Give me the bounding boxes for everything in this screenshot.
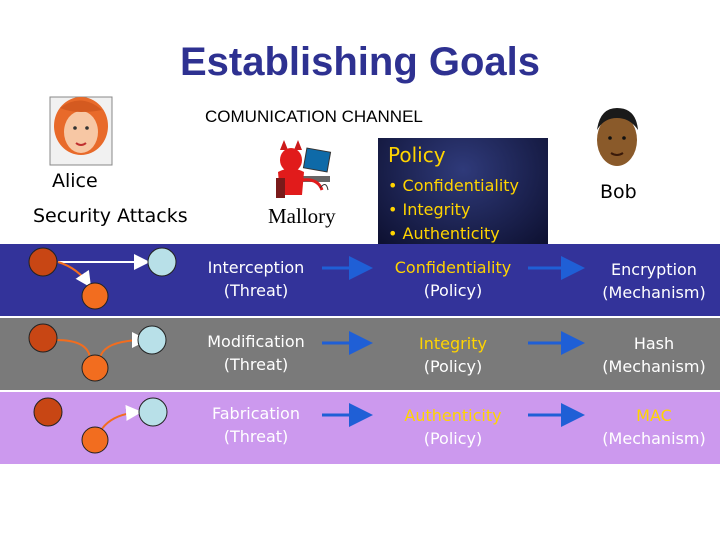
receiver-node bbox=[137, 325, 167, 355]
interception-diagram bbox=[28, 247, 177, 310]
threat-interception: Interception (Threat) bbox=[192, 256, 320, 302]
policy-list: • Confidentiality • Integrity • Authenti… bbox=[388, 174, 519, 246]
mechanism-name: Encryption bbox=[611, 260, 697, 279]
policy-name: Confidentiality bbox=[394, 258, 512, 277]
bob-portrait-icon bbox=[597, 108, 638, 166]
mechanism-encryption: Encryption (Mechanism) bbox=[588, 258, 720, 304]
policy-confidentiality: Confidentiality (Policy) bbox=[378, 256, 528, 302]
mechanism-hash: Hash (Mechanism) bbox=[588, 332, 720, 378]
receiver-node bbox=[138, 397, 168, 427]
mechanism-tag: (Mechanism) bbox=[602, 357, 706, 376]
modification-diagram bbox=[28, 323, 167, 382]
bob-label: Bob bbox=[600, 181, 637, 203]
threat-name: Fabrication bbox=[212, 404, 300, 423]
policy-box bbox=[378, 138, 548, 244]
policy-name: Authenticity bbox=[404, 406, 502, 425]
security-attacks-label: Security Attacks bbox=[33, 205, 188, 227]
policy-title: Policy bbox=[388, 143, 446, 167]
policy-item-confidentiality: • Confidentiality bbox=[388, 176, 519, 195]
alice-portrait-icon bbox=[49, 96, 113, 166]
attacker-node bbox=[81, 426, 109, 454]
slide-title: Establishing Goals bbox=[179, 40, 541, 84]
threat-tag: (Threat) bbox=[223, 355, 289, 374]
sender-node bbox=[28, 247, 58, 277]
sender-node bbox=[33, 397, 63, 427]
mechanism-tag: (Mechanism) bbox=[602, 429, 706, 448]
threat-fabrication: Fabrication (Threat) bbox=[192, 402, 320, 448]
threat-name: Modification bbox=[207, 332, 305, 351]
threat-tag: (Threat) bbox=[223, 281, 289, 300]
threat-modification: Modification (Threat) bbox=[192, 330, 320, 376]
policy-authenticity: Authenticity (Policy) bbox=[378, 404, 528, 450]
fabrication-diagram bbox=[33, 397, 168, 454]
attacker-node bbox=[81, 354, 109, 382]
mechanism-name: Hash bbox=[633, 334, 675, 353]
mallory-devil-icon bbox=[276, 140, 332, 198]
threat-tag: (Threat) bbox=[223, 427, 289, 446]
receiver-node bbox=[147, 247, 177, 277]
mechanism-mac: MAC (Mechanism) bbox=[588, 404, 720, 450]
attacker-node bbox=[81, 282, 109, 310]
alice-label: Alice bbox=[52, 170, 98, 192]
channel-label: COMUNICATION CHANNEL bbox=[205, 107, 423, 126]
policy-tag: (Policy) bbox=[423, 281, 483, 300]
policy-tag: (Policy) bbox=[423, 357, 483, 376]
threat-name: Interception bbox=[207, 258, 305, 277]
mechanism-name: MAC bbox=[636, 406, 672, 425]
policy-item-integrity: • Integrity bbox=[388, 200, 471, 219]
sender-node bbox=[28, 323, 58, 353]
policy-tag: (Policy) bbox=[423, 429, 483, 448]
mallory-label: Mallory bbox=[268, 204, 336, 228]
policy-name: Integrity bbox=[419, 334, 487, 353]
policy-item-authenticity: • Authenticity bbox=[388, 224, 500, 243]
policy-integrity: Integrity (Policy) bbox=[378, 332, 528, 378]
mechanism-tag: (Mechanism) bbox=[602, 283, 706, 302]
flow-arrows bbox=[322, 256, 585, 427]
